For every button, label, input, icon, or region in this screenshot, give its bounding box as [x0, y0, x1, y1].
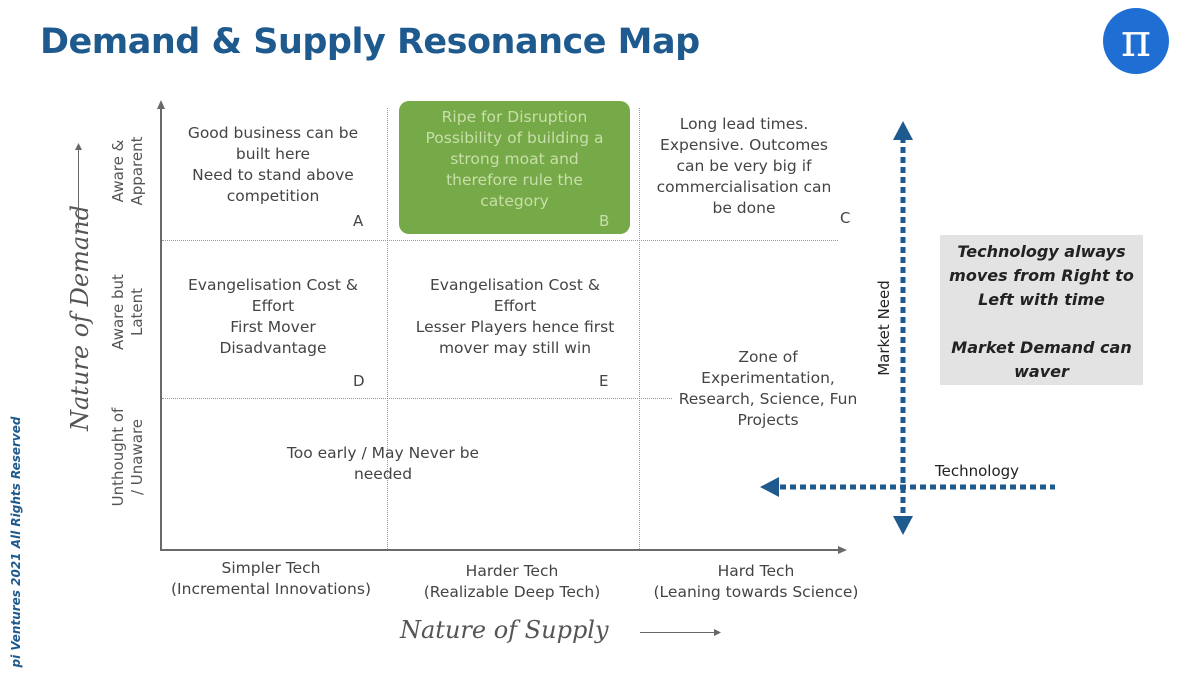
supply-axis-title: Nature of Supply	[400, 616, 609, 644]
cell-b-letter: B	[599, 212, 610, 230]
supply-axis-line	[160, 549, 838, 551]
column-label-hard-tech: Hard Tech (Leaning towards Science)	[653, 562, 859, 601]
cell-b-highlight	[399, 101, 630, 234]
column-label-harder-tech: Harder Tech (Realizable Deep Tech)	[423, 562, 601, 601]
cell-d-text: Evangelisation Cost & Effort First Mover…	[188, 276, 358, 357]
grid-divider-row-1	[162, 240, 838, 241]
too-early-text: Too early / May Never be needed	[286, 444, 480, 483]
note-box	[940, 235, 1143, 385]
demand-title-arrowhead-icon	[75, 143, 82, 150]
pi-ventures-logo-icon: π	[1103, 8, 1169, 74]
cell-b-text: Ripe for Disruption Possibility of build…	[425, 108, 604, 210]
cell-e-letter: E	[599, 372, 609, 390]
demand-axis-arrowhead-icon	[157, 100, 165, 109]
market-need-label: Market Need	[875, 280, 893, 376]
footer-copyright: pi Ventures 2021 All Rights Reserved	[9, 416, 23, 668]
demand-axis-line	[160, 108, 162, 550]
technology-label: Technology	[935, 462, 1020, 480]
supply-axis-arrowhead-icon	[838, 546, 847, 554]
market-need-down-arrowhead-icon	[893, 516, 913, 535]
zone-of-experimentation-text: Zone of Experimentation, Research, Scien…	[678, 348, 858, 429]
note-text: Technology always moves from Right to Le…	[949, 242, 1134, 381]
grid-divider-row-2	[162, 398, 672, 399]
supply-title-arrowhead-icon	[714, 629, 721, 636]
cell-c-text: Long lead times. Expensive. Outcomes can…	[656, 115, 832, 217]
supply-title-arrow-line	[640, 632, 716, 633]
demand-axis-title: Nature of Demand	[66, 204, 94, 431]
row-label-unaware: Unthought of / Unaware	[109, 407, 146, 507]
demand-title-arrow-line	[78, 148, 79, 228]
grid-divider-col-1	[387, 108, 388, 549]
row-label-aware-latent: Aware but Latent	[109, 274, 146, 350]
page-title: Demand & Supply Resonance Map	[40, 22, 700, 62]
market-technology-arrows	[760, 121, 1055, 535]
cell-d-letter: D	[353, 372, 365, 390]
market-need-up-arrowhead-icon	[893, 121, 913, 140]
grid-divider-col-2	[639, 108, 640, 549]
cell-e-text: Evangelisation Cost & Effort Lesser Play…	[415, 276, 615, 357]
cell-a-text: Good business can be built here Need to …	[187, 124, 359, 205]
column-label-simpler-tech: Simpler Tech (Incremental Innovations)	[171, 559, 371, 598]
technology-left-arrowhead-icon	[760, 477, 779, 497]
cell-c-letter: C	[840, 209, 851, 227]
cell-a-letter: A	[353, 212, 364, 230]
row-label-aware-apparent: Aware & Apparent	[109, 136, 146, 206]
